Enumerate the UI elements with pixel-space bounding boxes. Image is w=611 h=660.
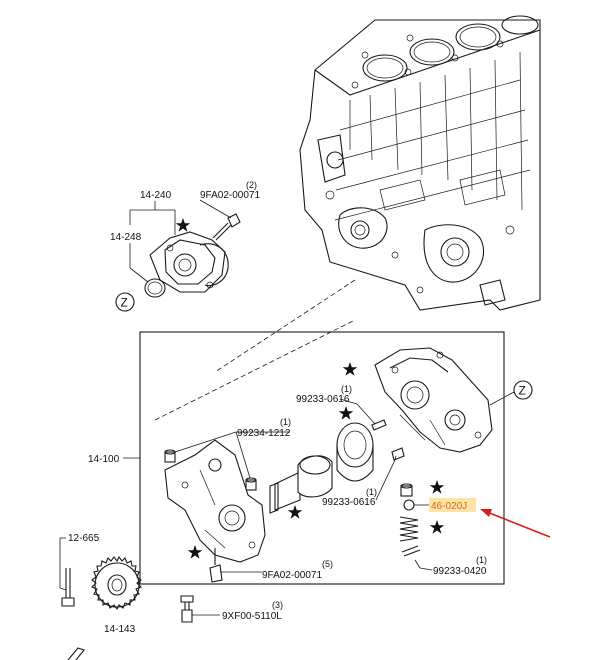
star-icon (429, 520, 445, 534)
label-pin-b: 99234-1212 (237, 428, 291, 439)
relief-plunger (400, 483, 413, 497)
outer-rotor (336, 422, 374, 482)
svg-text:Z: Z (519, 384, 526, 398)
star-icon (342, 362, 358, 376)
engine-block (299, 15, 541, 311)
qty-pump-bolt: (5) (322, 559, 333, 569)
pin-a (371, 419, 387, 431)
label-cover-body: 14-248 (110, 232, 142, 243)
qty-cover-bolt: (2) (246, 180, 257, 190)
star-icon (429, 480, 445, 494)
label-sprocket-bolt: 12-665 (68, 533, 100, 544)
ref-z-right: Z (513, 380, 533, 400)
qty-pin-b: (1) (280, 417, 291, 427)
pin-d (401, 545, 421, 557)
sprocket (91, 555, 142, 611)
qty-pin-d: (1) (476, 555, 487, 565)
label-pin-a: 99233-0616 (296, 394, 350, 405)
pin-b2 (245, 477, 257, 491)
relief-part-highlight (429, 498, 476, 512)
label-pin-c: 99233-0616 (322, 497, 376, 508)
pin-b (164, 449, 176, 463)
label-cover-assy: 14-240 (140, 190, 172, 201)
qty-bottom-bolt: (3) (272, 600, 283, 610)
star-icon (338, 406, 354, 420)
bottom-bolt (180, 595, 194, 623)
alignment-line-lower (154, 319, 356, 421)
label-pump-assy: 14-100 (88, 454, 120, 465)
pump-bolt (209, 548, 223, 583)
label-sprocket: 14-143 (104, 624, 136, 635)
drive-shaft (269, 455, 333, 514)
label-pump-bolt: 9FA02-00071 (262, 570, 322, 581)
qty-pin-a: (1) (341, 384, 352, 394)
star-icon (287, 505, 303, 519)
red-arrow-icon (480, 509, 551, 538)
sprocket-bolt (61, 568, 75, 607)
star-icon (187, 545, 203, 559)
pump-housing (374, 347, 493, 453)
label-pin-d: 99233-0420 (433, 566, 487, 577)
pin-c (391, 447, 405, 461)
relief-spring (399, 516, 419, 542)
qty-pin-c: (1) (366, 487, 377, 497)
pump-cover (149, 231, 229, 293)
partial-mark (67, 647, 85, 660)
ref-z-upper: Z (115, 292, 135, 312)
svg-text:Z: Z (121, 296, 128, 310)
star-icon (175, 218, 191, 232)
label-bottom-bolt: 9XF00-5110L (222, 611, 282, 622)
relief-part-callout[interactable]: 46-020J (429, 498, 476, 512)
pump-body (164, 439, 266, 563)
label-cover-bolt: 9FA02-00071 (200, 190, 260, 201)
label-relief-part[interactable]: 46-020J (431, 501, 467, 512)
cover-gasket (144, 278, 166, 298)
relief-ball (403, 499, 415, 511)
cover-bolt (212, 213, 241, 241)
alignment-line-upper (214, 279, 356, 373)
